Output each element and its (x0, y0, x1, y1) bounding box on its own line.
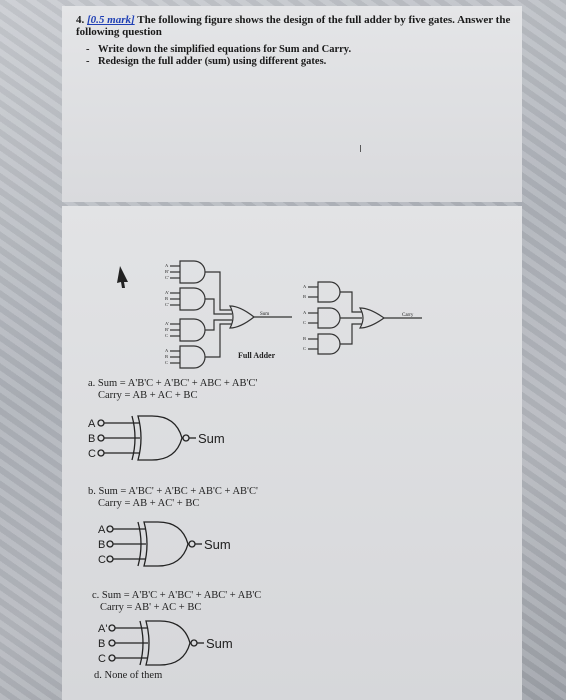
or-gate-sum (228, 305, 255, 329)
option-a-gate: A B C Sum (88, 415, 225, 461)
text-cursor-icon: I (359, 144, 362, 155)
input-label: A (303, 310, 307, 315)
question-text: The following figure shows the design of… (76, 14, 511, 38)
input-label: B (303, 336, 306, 341)
input-label: C (303, 320, 306, 325)
option-c-gate: A' B C Sum (98, 620, 233, 666)
gate-input-label: B (98, 539, 105, 551)
gate-output-label: Sum (206, 636, 233, 651)
right-input-labels: A B A C B C (303, 284, 307, 351)
question-page-bottom: Sum Carry Full Adder A B' C' A' B C' A' … (62, 206, 522, 700)
and-gate-group-left (170, 260, 292, 369)
gate-input-label: B (88, 433, 95, 445)
gate-input-label: B (98, 638, 105, 650)
input-label: B' (165, 327, 169, 332)
option-d[interactable]: d. None of them (94, 670, 163, 681)
input-label: A' (165, 290, 169, 295)
option-c-carry: Carry = AB' + AC + BC (100, 602, 202, 613)
input-label: B (303, 294, 306, 299)
question-heading: 4. [0.5 mark] The following figure shows… (76, 14, 516, 38)
option-c-sum[interactable]: c. Sum = A'B'C + A'BC' + ABC' + AB'C (92, 590, 262, 601)
or-gate-carry (358, 307, 386, 329)
gate-input-label: A' (98, 623, 107, 635)
gate-input-label: C (98, 653, 106, 665)
option-b-gate: A B C Sum (98, 521, 231, 567)
input-label: A (303, 284, 307, 289)
option-b-carry: Carry = AB + AC' + BC (98, 498, 200, 509)
question-bullets: Write down the simplified equations for … (86, 44, 351, 68)
xnor-gate-icon (145, 620, 191, 666)
input-label: A (165, 348, 169, 353)
input-label: C' (165, 275, 169, 280)
bullet-1: Write down the simplified equations for … (86, 44, 351, 56)
input-label: C (303, 346, 306, 351)
input-label: B' (165, 269, 169, 274)
option-a-carry: Carry = AB + AC + BC (98, 390, 198, 401)
and-gate-1 (179, 260, 206, 284)
carry-label: Carry (402, 313, 414, 318)
and-gate-7 (317, 333, 341, 355)
gate-output-label: Sum (204, 537, 231, 552)
input-label: C' (165, 302, 169, 307)
and-gate-3 (179, 318, 206, 342)
gate-input-label: C (98, 554, 106, 566)
input-label: C (165, 360, 168, 365)
and-gate-2 (179, 287, 206, 311)
gate-input-label: A (98, 524, 106, 536)
input-label: B (165, 354, 168, 359)
and-gate-4 (179, 345, 206, 369)
and-gate-group-right (308, 281, 422, 355)
input-label: B (165, 296, 168, 301)
left-input-labels: A B' C' A' B C' A' B' C A B C (165, 263, 169, 365)
question-mark: [0.5 mark] (87, 14, 135, 26)
question-number: 4. (76, 14, 85, 26)
and-gate-5 (317, 281, 341, 303)
sum-label: Sum (260, 312, 269, 317)
input-label: A' (165, 321, 169, 326)
pointer-arrow-icon (117, 266, 128, 288)
full-adder-diagram: Sum Carry Full Adder A B' C' A' B C' A' … (117, 260, 422, 369)
and-gate-6 (317, 307, 341, 329)
diagram-title: Full Adder (238, 351, 276, 360)
gate-output-label: Sum (198, 431, 225, 446)
xnor-gate-icon (137, 415, 183, 461)
bullet-2: Redesign the full adder (sum) using diff… (86, 56, 351, 68)
gate-input-label: C (88, 448, 96, 460)
input-label: A (165, 263, 169, 268)
gate-input-label: A (88, 418, 96, 430)
option-b-sum[interactable]: b. Sum = A'BC' + A'BC + AB'C + AB'C' (88, 486, 258, 497)
option-a-sum[interactable]: a. Sum = A'B'C + A'BC' + ABC + AB'C' (88, 378, 258, 389)
question-page-top: 4. [0.5 mark] The following figure shows… (62, 6, 522, 202)
xnor-gate-icon (143, 521, 189, 567)
input-label: C (165, 333, 168, 338)
